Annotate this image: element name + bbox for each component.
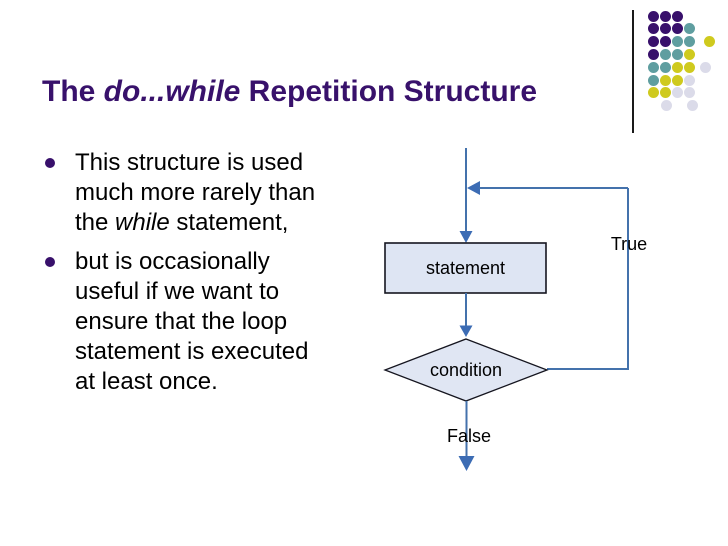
bullet-line: statement is executed xyxy=(75,338,309,365)
decorative-dot xyxy=(659,22,671,34)
decorative-dot xyxy=(647,48,659,60)
decorative-dot xyxy=(647,22,659,34)
decorative-dot xyxy=(683,48,695,60)
statement-label: statement xyxy=(426,258,505,278)
bullet-list: This structure is used much more rarely t… xyxy=(42,148,382,406)
decorative-dot xyxy=(659,74,671,86)
decorative-dot xyxy=(647,35,659,47)
bullet-line: useful if we want to xyxy=(75,278,280,305)
title-separator-line xyxy=(632,10,634,133)
bullet-icon xyxy=(45,158,55,168)
decorative-dot xyxy=(671,48,683,60)
title-prefix: The xyxy=(42,75,104,108)
bullet-item-2: but is occasionally useful if we want to e… xyxy=(42,247,382,397)
true-edge-label: True xyxy=(611,234,647,254)
false-edge-label: False xyxy=(447,426,491,446)
decorative-dot xyxy=(671,61,683,73)
title-italic: do...while xyxy=(103,75,241,108)
bullet-icon xyxy=(45,257,55,267)
decorative-dot xyxy=(671,74,683,86)
slide-title: The do...while Repetition Structure xyxy=(42,76,632,108)
decorative-dot xyxy=(659,10,671,22)
decorative-dot xyxy=(671,86,683,98)
condition-label: condition xyxy=(430,360,502,380)
decorative-dot xyxy=(647,74,659,86)
bullet-text-1: This structure is used much more rarely t… xyxy=(75,148,382,238)
bullet-line: at least once. xyxy=(75,368,218,395)
bullet-text-2: but is occasionally useful if we want to e… xyxy=(75,247,382,397)
decorative-dot xyxy=(671,22,683,34)
bullet-line: the while statement, xyxy=(75,209,289,236)
decorative-dot xyxy=(647,86,659,98)
arrowhead-down-exit xyxy=(458,456,475,471)
dot-pattern xyxy=(0,0,728,130)
title-suffix: Repetition Structure xyxy=(240,75,538,108)
condition-diamond xyxy=(383,338,549,402)
bullet-line: much more rarely than xyxy=(75,179,316,206)
decorative-dot xyxy=(683,74,695,86)
decorative-dot xyxy=(647,61,659,73)
decorative-dot xyxy=(660,99,672,111)
decorative-dot xyxy=(703,35,715,47)
bullet-line: but is occasionally xyxy=(75,248,270,275)
decorative-dot xyxy=(671,10,683,22)
bullet-line: This structure is used xyxy=(75,149,304,176)
arrowhead-down-into-statement xyxy=(459,231,473,243)
decorative-dot xyxy=(659,61,671,73)
bullet-line: ensure that the loop xyxy=(75,308,288,335)
decorative-dot xyxy=(647,10,659,22)
arrowhead-down-into-condition xyxy=(459,325,473,337)
decorative-dot xyxy=(659,48,671,60)
decorative-dot xyxy=(659,35,671,47)
decorative-dot xyxy=(671,35,683,47)
arrowhead-left-loopback xyxy=(467,181,480,195)
decorative-dot xyxy=(683,86,695,98)
decorative-dot xyxy=(659,86,671,98)
decorative-dot xyxy=(683,22,695,34)
statement-box xyxy=(384,242,547,294)
decorative-dot xyxy=(683,61,695,73)
bullet-item-1: This structure is used much more rarely t… xyxy=(42,148,382,238)
decorative-dot xyxy=(683,35,695,47)
decorative-dot xyxy=(686,99,698,111)
decorative-dot xyxy=(699,61,711,73)
